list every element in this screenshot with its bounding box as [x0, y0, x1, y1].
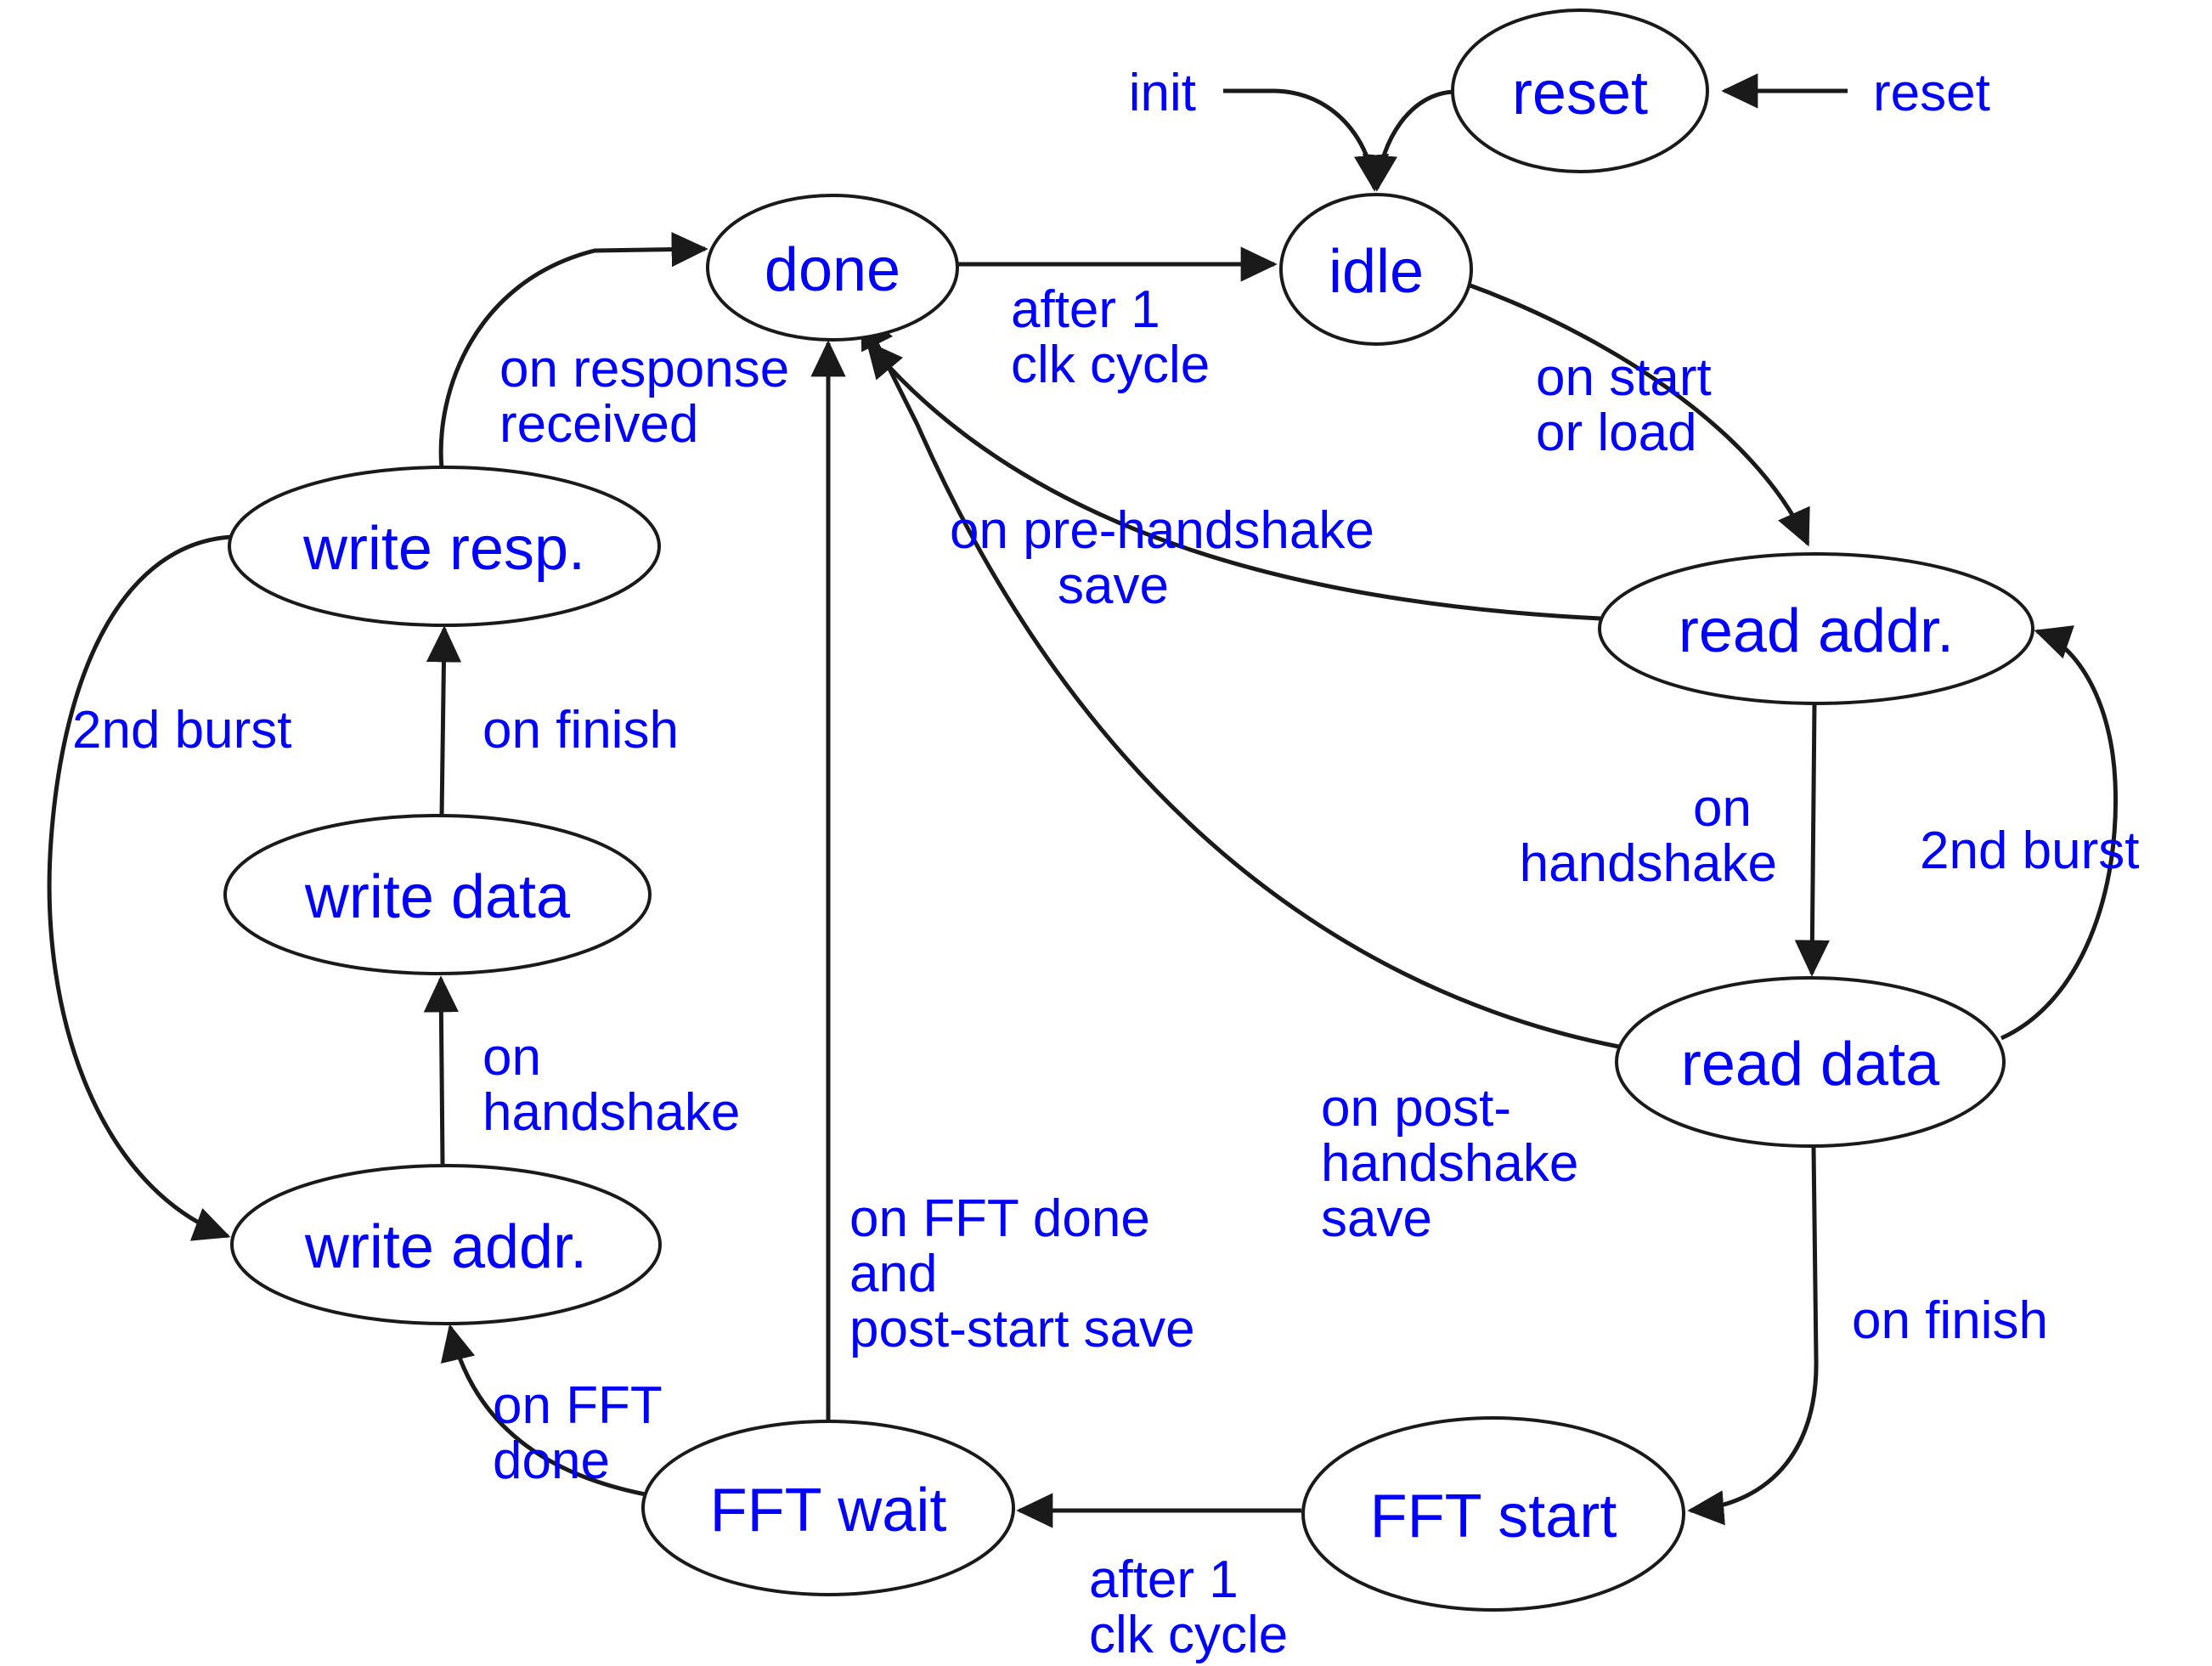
state-ellipse-write-data[interactable]	[223, 814, 652, 975]
state-ellipse-idle[interactable]	[1279, 193, 1473, 346]
state-ellipse-done[interactable]	[706, 194, 959, 342]
edge-fft-wait-to-write-addr	[440, 1324, 651, 1498]
state-node-write-resp[interactable]: write resp.	[228, 466, 661, 627]
state-ellipse-reset[interactable]	[1451, 8, 1709, 173]
state-ellipse-fft-start[interactable]	[1301, 1416, 1685, 1612]
edge-label-after-1-clk-cycle-line2: clk cycle	[1011, 336, 1210, 394]
state-label-write-resp: write resp.	[302, 515, 585, 583]
edge-write-resp-to-write-addr	[47, 534, 232, 1241]
input-label-init: init	[1129, 64, 1196, 122]
edge-write-data-to-write-resp	[426, 625, 462, 816]
state-node-write-addr[interactable]: write addr.	[230, 1164, 662, 1325]
state-node-idle[interactable]: idle	[1279, 193, 1473, 346]
state-node-fft-wait[interactable]: FFT wait	[641, 1420, 1015, 1596]
edge-label-on-handshake-write-line1: on	[482, 1028, 541, 1087]
state-label-write-addr: write addr.	[304, 1213, 587, 1281]
edge-init-to-idle	[1223, 88, 1390, 192]
state-node-done[interactable]: done	[706, 194, 959, 342]
edge-label-after-1-clk-cycle-fft-line2: clk cycle	[1089, 1606, 1288, 1664]
edge-label-on-handshake-read-line1: on	[1693, 779, 1752, 838]
state-ellipse-write-resp[interactable]	[228, 466, 661, 627]
state-node-read-data[interactable]: read data	[1615, 976, 2006, 1148]
edge-label-after-1-clk-cycle-fft-line1: after 1	[1089, 1550, 1239, 1609]
edge-label-on-fft-done-line2: done	[493, 1432, 610, 1490]
edge-label-on-handshake-read-line2: handshake	[1520, 834, 1777, 893]
state-ellipse-read-data[interactable]	[1615, 976, 2006, 1148]
edge-label-on-post-line3: save	[1321, 1189, 1432, 1248]
edge-idle-to-read-addr	[1467, 282, 1810, 547]
input-label-reset: reset	[1873, 64, 1990, 122]
edge-label-or-load: or load	[1536, 404, 1697, 462]
state-label-write-data: write data	[304, 863, 571, 931]
edge-read-addr-to-done	[866, 341, 1601, 621]
edge-label-on-fft-done-line1: on FFT	[493, 1376, 663, 1435]
edge-label-2nd-burst-read: 2nd burst	[1920, 822, 2140, 880]
state-ellipse-write-addr[interactable]	[230, 1164, 662, 1325]
edge-label-on-fft-done-and-line2: and	[849, 1245, 937, 1303]
state-node-fft-start[interactable]: FFT start	[1301, 1416, 1685, 1612]
edge-read-addr-to-read-data	[1794, 703, 1830, 977]
edge-label-after-1-clk-cycle-line1: after 1	[1011, 280, 1160, 339]
state-label-fft-start: FFT start	[1370, 1482, 1617, 1550]
edge-label-2nd-burst-write: 2nd burst	[72, 701, 292, 760]
edge-label-on-fft-done-and-line1: on FFT done	[849, 1189, 1150, 1248]
state-node-read-addr[interactable]: read addr.	[1598, 552, 2034, 705]
edge-label-received: received	[499, 395, 698, 454]
edge-read-data-to-read-addr	[2000, 625, 2119, 1041]
edge-label-on-pre-handshake: on pre-handshake	[950, 501, 1374, 560]
state-ellipse-read-addr[interactable]	[1598, 552, 2034, 705]
edge-label-pre-save: save	[1058, 556, 1169, 615]
edge-read-data-to-fft-start	[1687, 1146, 1819, 1526]
edge-write-addr-to-write-data	[423, 975, 459, 1165]
state-node-reset[interactable]: reset	[1451, 8, 1709, 173]
state-ellipse-fft-wait[interactable]	[641, 1420, 1015, 1596]
edge-read-data-to-done	[860, 311, 1620, 1049]
edge-label-on-finish-write: on finish	[482, 701, 679, 760]
edge-label-on-finish-read: on finish	[1852, 1291, 2048, 1350]
state-label-fft-wait: FFT wait	[710, 1477, 947, 1545]
state-label-done: done	[765, 236, 900, 304]
state-label-reset: reset	[1512, 59, 1648, 127]
edge-reset-to-idle	[1362, 89, 1455, 192]
edge-write-resp-to-done	[438, 231, 708, 470]
edge-label-on-response: on response	[499, 340, 789, 398]
edge-label-on-handshake-write-line2: handshake	[482, 1083, 740, 1142]
edge-label-on-start: on start	[1536, 348, 1712, 407]
edge-label-on-fft-done-and-line3: post-start save	[849, 1300, 1195, 1358]
edge-label-on-post-line2: handshake	[1321, 1134, 1578, 1193]
state-label-idle: idle	[1329, 238, 1424, 306]
edge-label-on-post-line1: on post-	[1321, 1079, 1511, 1138]
state-label-read-data: read data	[1681, 1031, 1940, 1098]
state-node-write-data[interactable]: write data	[223, 814, 652, 975]
state-label-read-addr: read addr.	[1679, 597, 1954, 665]
